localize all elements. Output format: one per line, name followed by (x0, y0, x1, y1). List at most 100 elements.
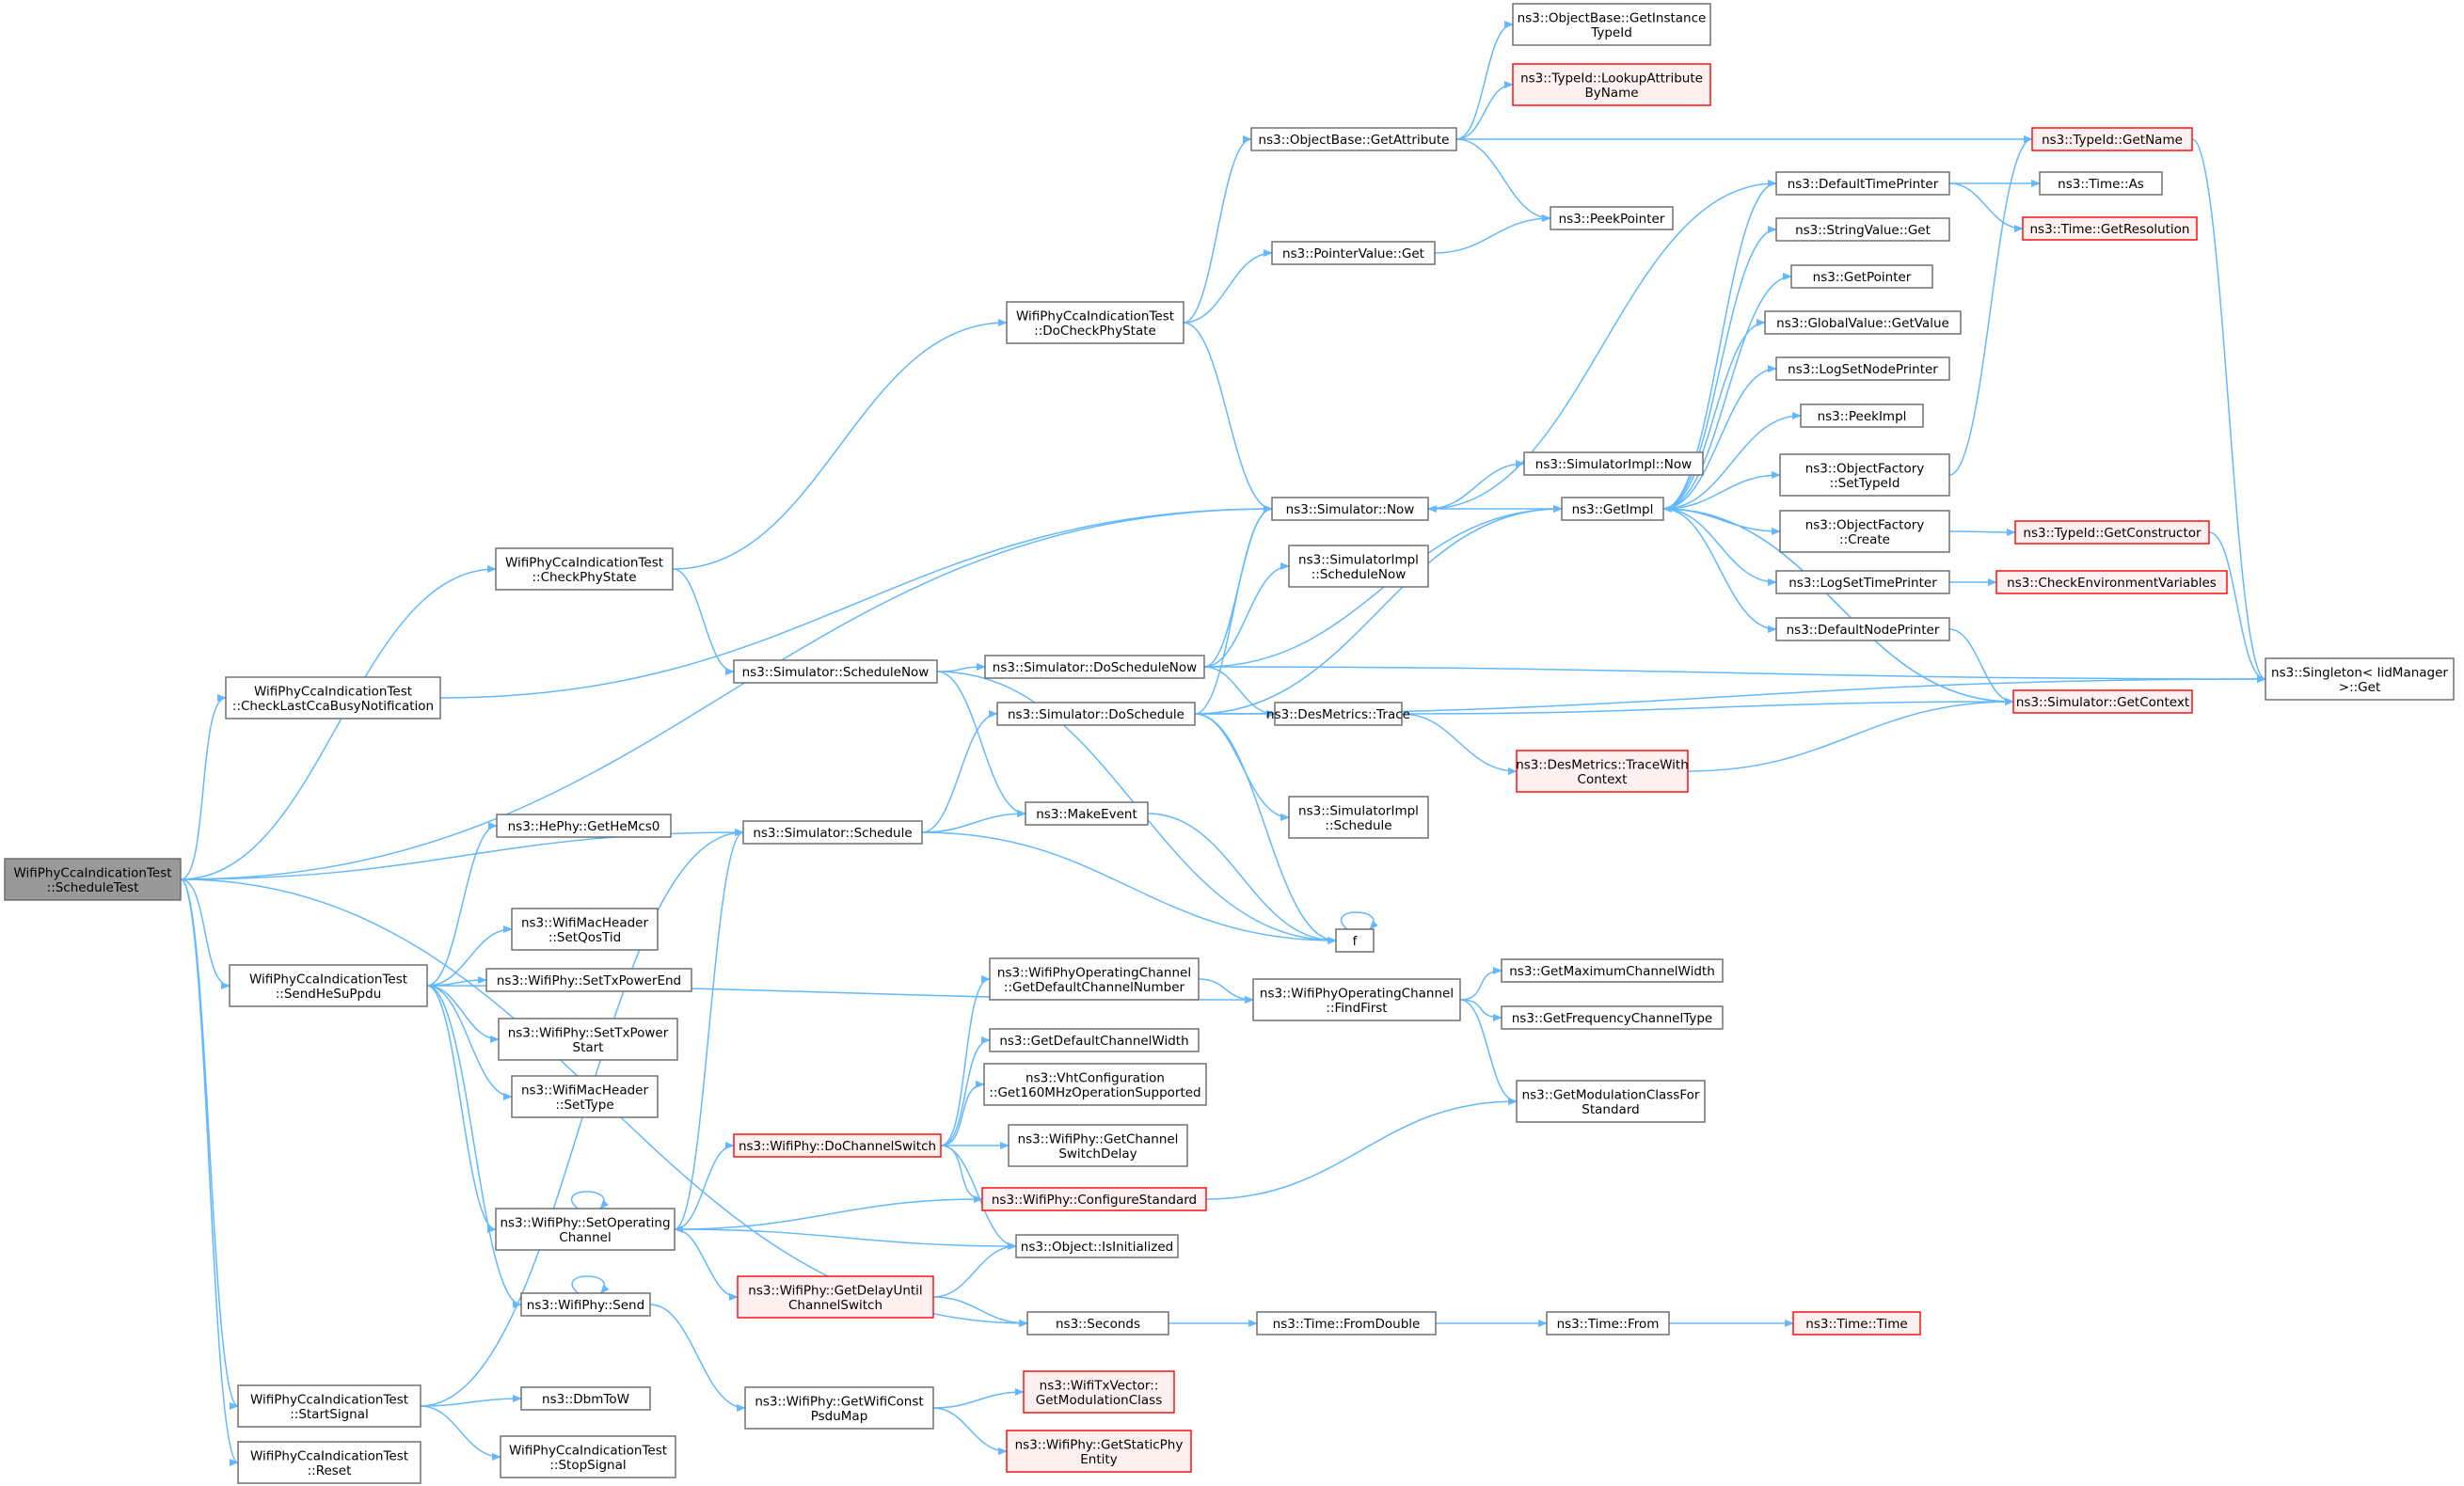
graph-node[interactable]: ns3::WifiPhy::Send (520, 1292, 651, 1317)
graph-node[interactable]: ns3::GetFrequencyChannelType (1501, 1005, 1724, 1030)
node-box (1779, 510, 1950, 553)
graph-node[interactable]: ns3::Time::FromDouble (1256, 1311, 1437, 1336)
node-label: ns3::SimulatorImpl (1298, 803, 1419, 818)
node-box (1792, 1311, 1921, 1336)
graph-node[interactable]: WifiPhyCcaIndicationTest::Reset (237, 1441, 421, 1484)
graph-node[interactable]: WifiPhyCcaIndicationTest::StartSignal (237, 1384, 421, 1428)
node-box (984, 655, 1205, 679)
graph-node[interactable]: ns3::PointerValue::Get (1271, 241, 1436, 265)
graph-node[interactable]: ns3::LogSetNodePrinter (1775, 356, 1950, 381)
node-box (237, 1441, 421, 1484)
graph-node[interactable]: ns3::GlobalValue::GetValue (1764, 310, 1962, 335)
graph-node[interactable]: ns3::WifiPhy::DoChannelSwitch (733, 1133, 942, 1158)
call-edge (1147, 813, 1337, 944)
node-label: Channel (559, 1230, 611, 1245)
graph-node[interactable]: ns3::HePhy::GetHeMcs0 (496, 814, 672, 838)
graph-node[interactable]: ns3::Time::As (2039, 171, 2163, 196)
graph-node[interactable]: ns3::ObjectBase::GetAttribute (1250, 127, 1457, 151)
graph-node[interactable]: ns3::WifiMacHeader::SetQosTid (511, 908, 659, 951)
graph-node[interactable]: ns3::DefaultTimePrinter (1775, 171, 1950, 196)
graph-node[interactable]: ns3::LogSetTimePrinter (1775, 570, 1950, 594)
node-label: Context (1578, 772, 1628, 787)
graph-node[interactable]: WifiPhyCcaIndicationTest::CheckPhyState (495, 547, 674, 591)
graph-node[interactable]: ns3::ObjectFactory::SetTypeId (1779, 453, 1950, 497)
graph-node[interactable]: ns3::WifiPhyOperatingChannel::FindFirst (1252, 978, 1461, 1021)
graph-node[interactable]: WifiPhyCcaIndicationTest::DoCheckPhyStat… (1006, 301, 1184, 344)
graph-node[interactable]: ns3::WifiPhy::SetTxPowerEnd (485, 968, 692, 992)
graph-node[interactable]: ns3::Simulator::Schedule (742, 820, 923, 845)
graph-node[interactable]: ns3::DbmToW (520, 1386, 651, 1411)
graph-node[interactable]: WifiPhyCcaIndicationTest::SendHeSuPpdu (229, 964, 428, 1007)
graph-node[interactable]: ns3::Time::Time (1792, 1311, 1921, 1336)
graph-node[interactable]: ns3::GetPointer (1790, 264, 1933, 289)
graph-node[interactable]: ns3::SimulatorImpl::Schedule (1288, 796, 1429, 839)
node-label: ns3::StringValue::Get (1795, 223, 1931, 238)
graph-node[interactable]: ns3::DefaultNodePrinter (1775, 617, 1950, 641)
graph-node[interactable]: ns3::CheckEnvironmentVariables (1995, 570, 2228, 594)
call-edge (1662, 365, 1777, 510)
node-label: ns3::PeekImpl (1818, 409, 1907, 424)
node-box (1335, 928, 1375, 953)
graph-node[interactable]: WifiPhyCcaIndicationTest::StopSignal (500, 1435, 676, 1478)
call-edge (1459, 999, 1502, 1021)
graph-node[interactable]: ns3::Time::From (1546, 1311, 1670, 1336)
graph-node[interactable]: ns3::WifiPhy::ConfigureStandard (981, 1187, 1207, 1211)
graph-node[interactable]: ns3::Simulator::DoSchedule (996, 702, 1196, 726)
graph-node[interactable]: ns3::TypeId::GetName (2031, 127, 2193, 151)
graph-node[interactable]: ns3::Simulator::GetContext (2012, 689, 2193, 714)
graph-node[interactable]: WifiPhyCcaIndicationTest::ScheduleTest (4, 858, 182, 901)
graph-node[interactable]: ns3::Object::IsInitialized (1015, 1234, 1179, 1258)
node-box (733, 1133, 942, 1158)
node-label: ns3::WifiMacHeader (521, 1083, 649, 1098)
graph-node[interactable]: f (1335, 928, 1375, 953)
graph-node[interactable]: ns3::PeekImpl (1800, 403, 1924, 428)
graph-node[interactable]: ns3::Seconds (1026, 1311, 1169, 1336)
node-label: WifiPhyCcaIndicationTest (505, 555, 663, 570)
graph-node[interactable]: ns3::ObjectFactory::Create (1779, 510, 1950, 553)
node-box (511, 908, 659, 951)
graph-node[interactable]: ns3::MakeEvent (1025, 801, 1149, 826)
call-edge (1434, 214, 1551, 254)
graph-node[interactable]: ns3::PeekPointer (1550, 206, 1674, 230)
call-edge (420, 829, 744, 1407)
node-label: WifiPhyCcaIndicationTest (13, 865, 171, 880)
call-edge (1948, 135, 2033, 476)
graph-node[interactable]: ns3::SimulatorImpl::ScheduleNow (1288, 545, 1429, 588)
graph-node[interactable]: WifiPhyCcaIndicationTest::CheckLastCcaBu… (225, 676, 441, 719)
node-label: ns3::Time::From (1557, 1317, 1660, 1332)
graph-node[interactable]: ns3::WifiTxVector::GetModulationClass (1023, 1370, 1175, 1414)
graph-node[interactable]: ns3::Time::GetResolution (2022, 216, 2198, 241)
graph-node[interactable]: ns3::WifiMacHeader::SetType (511, 1075, 659, 1118)
node-label: SwitchDelay (1058, 1146, 1137, 1162)
graph-node[interactable]: ns3::GetImpl (1561, 497, 1664, 521)
graph-node[interactable]: ns3::Simulator::DoScheduleNow (984, 655, 1205, 679)
node-box (737, 1275, 934, 1319)
graph-node[interactable]: ns3::Simulator::Now (1271, 497, 1429, 521)
graph-node[interactable]: ns3::VhtConfiguration::Get160MHzOperatio… (983, 1063, 1207, 1106)
graph-node[interactable]: ns3::Simulator::ScheduleNow (733, 659, 938, 684)
call-edge (1194, 505, 1273, 715)
graph-node[interactable]: ns3::SimulatorImpl::Now (1523, 451, 1704, 476)
node-label: ::DoCheckPhyState (1034, 324, 1156, 339)
graph-node[interactable]: ns3::DesMetrics::Trace (1266, 702, 1410, 726)
node-label: ::SetType (555, 1098, 613, 1113)
node-label: f (1353, 934, 1359, 949)
node-box (1288, 545, 1429, 588)
graph-node[interactable]: ns3::TypeId::GetConstructor (2014, 520, 2210, 545)
graph-node[interactable]: ns3::StringValue::Get (1775, 217, 1950, 242)
graph-node[interactable]: ns3::GetMaximumChannelWidth (1501, 958, 1724, 983)
graph-node[interactable]: ns3::Singleton< IidManager>::Get (2265, 657, 2455, 701)
graph-node[interactable]: ns3::WifiPhyOperatingChannel::GetDefault… (989, 957, 1200, 1001)
node-label: ns3::Singleton< IidManager (2271, 665, 2448, 680)
graph-node[interactable]: ns3::GetDefaultChannelWidth (989, 1028, 1200, 1052)
